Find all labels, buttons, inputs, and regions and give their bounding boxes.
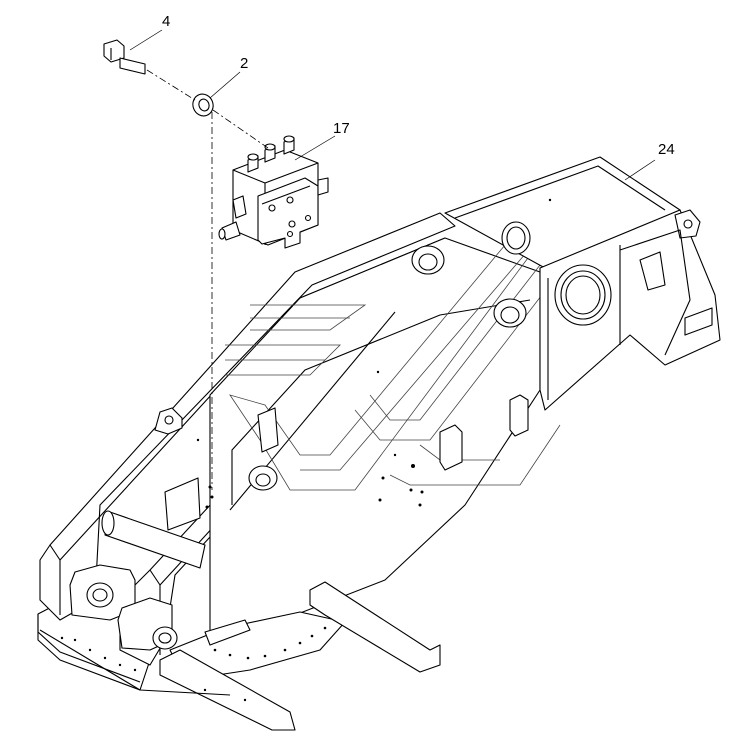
top-beam-bosses xyxy=(411,245,527,328)
rear-box-front xyxy=(539,209,721,411)
lower-right-outrigger xyxy=(309,581,441,673)
callout-17: 17 xyxy=(333,120,350,137)
lower-left-outrigger xyxy=(159,649,296,731)
valve-block[interactable] xyxy=(218,135,329,249)
right-vertical-bracket xyxy=(509,394,529,437)
assembly-center-lines xyxy=(146,69,269,490)
upper-bore xyxy=(501,221,531,255)
pivot-boss-mid xyxy=(248,465,278,491)
rear-bore xyxy=(554,264,612,326)
rear-ear xyxy=(674,209,701,239)
callout-4: 4 xyxy=(162,13,170,30)
callout-24: 24 xyxy=(658,141,675,158)
front-pivot-left xyxy=(69,564,136,621)
front-pivot-right xyxy=(117,597,178,651)
web-bracket-2 xyxy=(439,424,463,471)
lifting-eye-left xyxy=(154,407,183,435)
center-web-plate xyxy=(209,237,541,649)
washer[interactable] xyxy=(190,91,216,119)
bracket-plate-center xyxy=(204,619,251,646)
web-pad xyxy=(257,407,279,453)
rear-slot xyxy=(684,307,713,336)
bolt[interactable] xyxy=(103,39,146,75)
main-frame[interactable] xyxy=(37,156,721,731)
callout-2: 2 xyxy=(240,55,248,72)
left-bracket xyxy=(164,477,201,531)
callout-leaders xyxy=(129,29,656,181)
